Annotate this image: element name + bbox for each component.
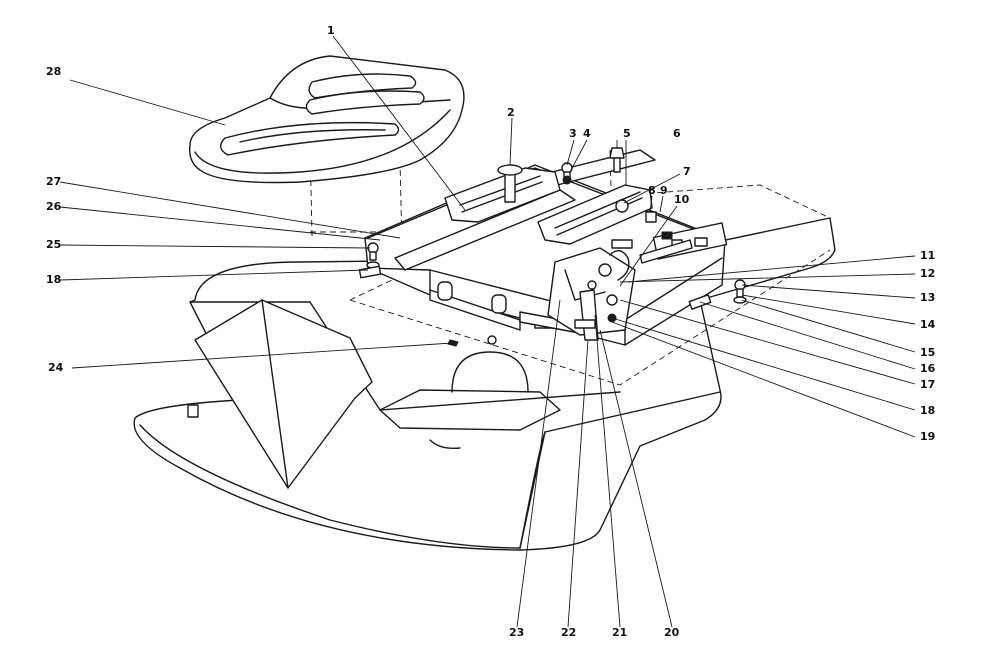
callout-1: 1 [327, 24, 335, 37]
callout-17: 17 [920, 378, 936, 391]
callout-15: 15 [920, 346, 936, 359]
callout-2: 2 [507, 106, 515, 119]
seat-cushion [189, 55, 465, 184]
leader-lines [59, 35, 916, 628]
callout-9: 9 [660, 184, 668, 197]
callout-24: 24 [48, 361, 64, 374]
callout-19: 19 [920, 430, 936, 443]
callout-22: 22 [561, 626, 577, 639]
hinge-rails [394, 149, 656, 336]
callout-8: 8 [648, 184, 656, 197]
callout-7: 7 [683, 165, 691, 178]
callout-6: 6 [673, 127, 681, 140]
callout-10: 10 [674, 193, 690, 206]
callout-21: 21 [612, 626, 628, 639]
callout-28: 28 [46, 65, 62, 78]
decal-plate [639, 231, 693, 264]
callout-12: 12 [920, 267, 936, 280]
callout-4: 4 [583, 127, 591, 140]
callout-11: 11 [920, 249, 936, 262]
callout-3: 3 [569, 127, 577, 140]
callout-5: 5 [623, 127, 631, 140]
callout-26: 26 [46, 200, 62, 213]
callout-16: 16 [920, 362, 936, 375]
callout-20: 20 [664, 626, 680, 639]
callout-27: 27 [46, 175, 62, 188]
callout-23: 23 [509, 626, 525, 639]
callout-13: 13 [920, 291, 936, 304]
callout-18-left: 18 [46, 273, 62, 286]
callout-25: 25 [46, 238, 62, 251]
callout-18-right: 18 [920, 404, 936, 417]
callout-14: 14 [920, 318, 936, 331]
